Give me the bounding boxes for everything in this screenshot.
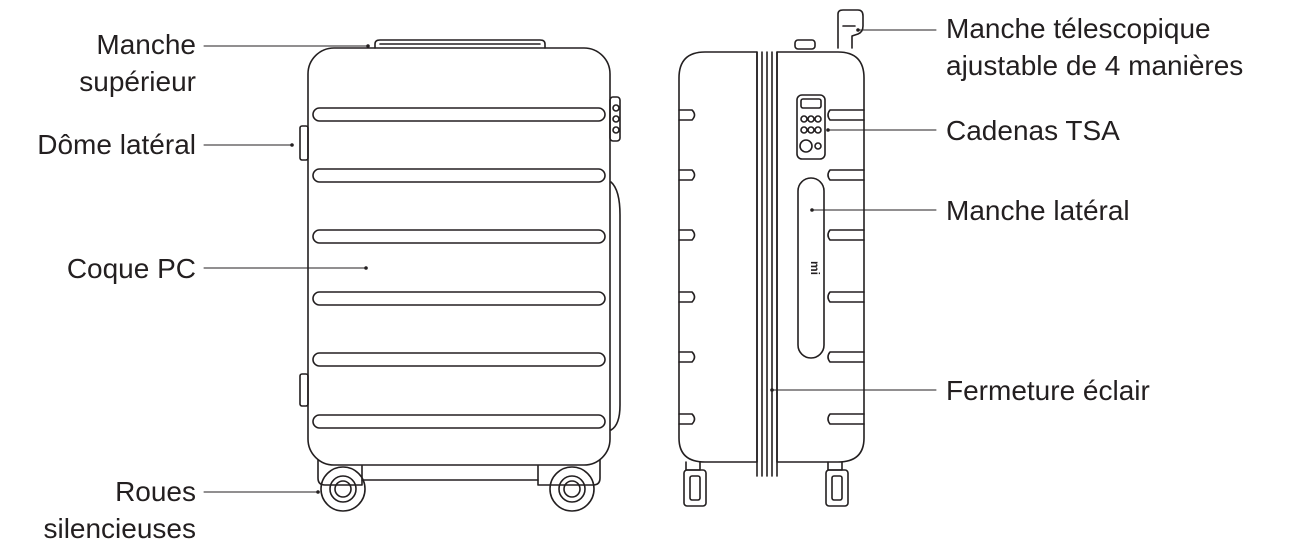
top-handle — [374, 39, 546, 49]
label-side-handle-text: Manche latéral — [946, 195, 1130, 226]
leader-lines — [203, 29, 937, 493]
label-telescopic-line2: ajustable de 4 manières — [946, 50, 1244, 81]
side-dome-upper — [299, 125, 309, 161]
front-wheel-right — [549, 466, 595, 512]
mi-logo: mi — [808, 261, 822, 275]
label-wheels: Roues silencieuses — [43, 475, 196, 545]
side-handle — [797, 177, 825, 359]
side-ribs-left — [678, 109, 696, 425]
leader-endpoints — [290, 28, 860, 494]
front-tsa-lock — [609, 96, 621, 142]
side-wheel-left — [683, 461, 707, 507]
label-wheels-line1: Roues — [115, 476, 196, 507]
label-tsa-lock: Cadenas TSA — [946, 114, 1120, 147]
label-pc-shell-text: Coque PC — [66, 253, 196, 284]
label-top-handle-line1: Manche — [96, 29, 196, 60]
front-shell — [307, 47, 611, 466]
label-telescopic-line1: Manche télescopique — [946, 13, 1211, 44]
side-shell-right — [776, 51, 865, 463]
zipper — [756, 51, 778, 477]
side-view-suitcase — [678, 9, 865, 507]
front-wheel-left — [320, 466, 366, 512]
label-zipper-text: Fermeture éclair — [946, 375, 1150, 406]
side-shell-left — [678, 51, 758, 463]
label-top-handle-line2: supérieur — [79, 66, 196, 97]
top-knob — [794, 39, 816, 50]
label-top-handle: Manche supérieur — [79, 28, 196, 98]
label-tsa-lock-text: Cadenas TSA — [946, 115, 1120, 146]
label-side-dome: Dôme latéral — [37, 128, 196, 161]
side-tsa-lock — [796, 94, 826, 160]
side-ribs-right — [827, 109, 865, 425]
label-side-dome-text: Dôme latéral — [37, 129, 196, 160]
label-side-handle: Manche latéral — [946, 194, 1130, 227]
front-side-handle — [610, 181, 621, 431]
side-wheel-right — [825, 461, 849, 507]
front-base — [317, 459, 363, 486]
label-telescopic-handle: Manche télescopique ajustable de 4 maniè… — [946, 12, 1243, 82]
telescopic-handle — [837, 9, 864, 49]
front-ribs — [312, 107, 606, 429]
label-wheels-line2: silencieuses — [43, 513, 196, 544]
front-view-suitcase — [299, 39, 621, 512]
side-dome-lower — [299, 373, 309, 407]
label-pc-shell: Coque PC — [67, 252, 196, 285]
label-zipper: Fermeture éclair — [946, 374, 1150, 407]
